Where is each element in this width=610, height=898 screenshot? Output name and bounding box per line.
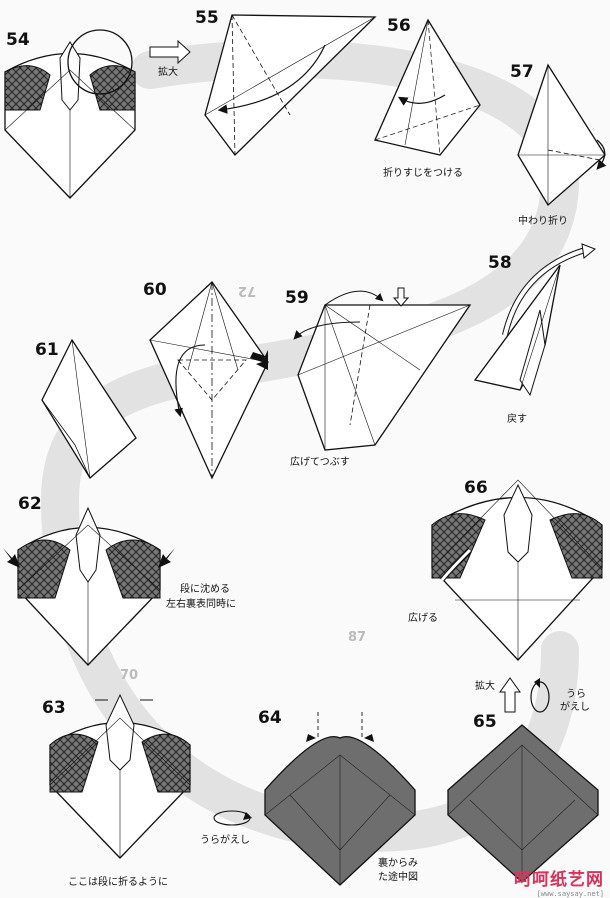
step-number-64: 64 bbox=[258, 708, 282, 728]
caption-view-back-line2: た途中図 bbox=[378, 871, 418, 884]
watermark-url: [www.saysay.net] bbox=[537, 890, 604, 898]
caption-turn-over-line1: うら bbox=[566, 688, 586, 701]
diagram-step-65 bbox=[448, 725, 598, 882]
step-number-60: 60 bbox=[143, 280, 167, 300]
step-number-55: 55 bbox=[195, 8, 219, 28]
step-number-62: 62 bbox=[18, 494, 42, 514]
diagram-step-54 bbox=[5, 30, 135, 198]
caption-turn-over: うらがえし bbox=[200, 834, 250, 847]
step-number-66: 66 bbox=[464, 478, 488, 498]
diagram-step-55 bbox=[205, 15, 375, 155]
caption-turn-over-line2: がえし bbox=[560, 701, 590, 714]
watermark-site-name: 呵呵纸艺网 bbox=[514, 865, 604, 890]
caption-enlarge-top: 拡大 bbox=[158, 66, 178, 79]
caption-spread-squash: 広げてつぶす bbox=[290, 456, 350, 469]
caption-return: 戻す bbox=[507, 413, 527, 426]
step-number-63: 63 bbox=[42, 698, 66, 718]
bg-number-87: 87 bbox=[348, 630, 366, 645]
diagram-step-60 bbox=[150, 282, 268, 478]
bg-number-72: 72 bbox=[238, 283, 256, 298]
caption-spread: 広げる bbox=[408, 612, 438, 625]
caption-enlarge-bottom: 拡大 bbox=[475, 680, 495, 693]
step-number-57: 57 bbox=[510, 62, 534, 82]
step-number-54: 54 bbox=[6, 30, 30, 50]
caption-inside-reverse: 中わり折り bbox=[518, 215, 568, 228]
diagram-step-56 bbox=[375, 20, 480, 155]
step-number-56: 56 bbox=[387, 16, 411, 36]
step-number-65: 65 bbox=[473, 712, 497, 732]
diagram-step-57 bbox=[518, 65, 605, 205]
caption-sink-line1: 段に沈める bbox=[180, 583, 230, 596]
step-number-59: 59 bbox=[285, 288, 309, 308]
diagram-step-59 bbox=[295, 288, 470, 450]
step-number-58: 58 bbox=[488, 253, 512, 273]
caption-crease: 折りすじをつける bbox=[383, 167, 463, 180]
caption-pleat-here: ここは段に折るように bbox=[68, 876, 168, 889]
step-number-61: 61 bbox=[35, 340, 59, 360]
diagram-step-62 bbox=[3, 508, 175, 665]
diagram-step-63 bbox=[50, 695, 190, 858]
bg-number-70: 70 bbox=[120, 668, 138, 683]
caption-view-back-line1: 裏からみ bbox=[378, 857, 418, 870]
caption-sink-line2: 左右裏表同時に bbox=[166, 598, 236, 611]
diagram-step-66 bbox=[432, 480, 602, 660]
enlarge-up-arrow bbox=[500, 678, 520, 712]
